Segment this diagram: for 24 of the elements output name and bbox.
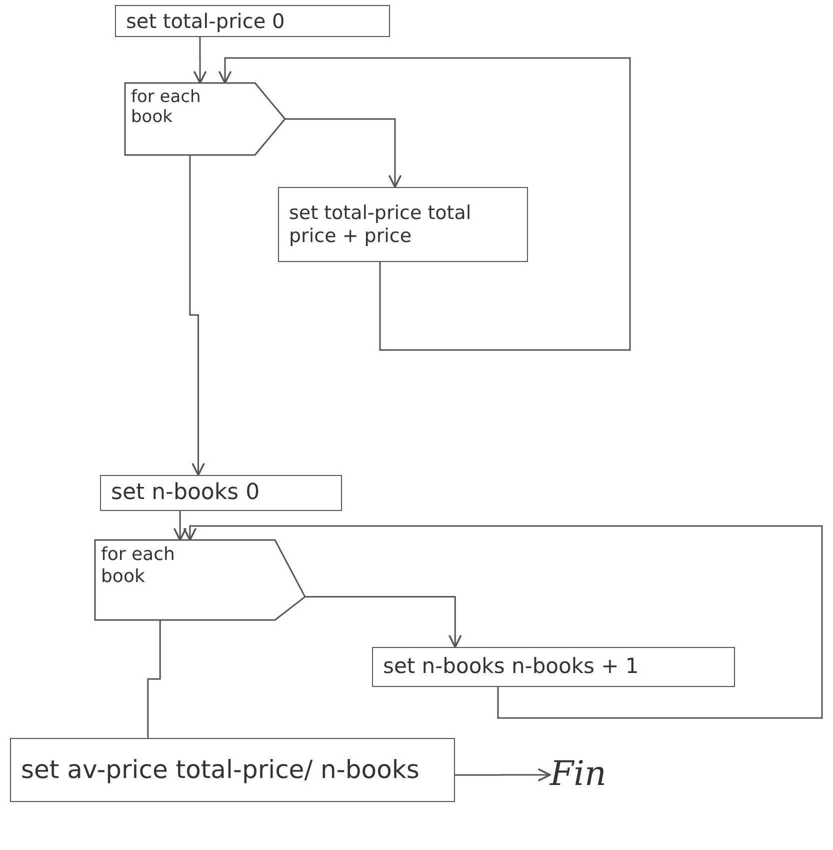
arrow	[189, 155, 205, 476]
loop-box	[95, 540, 305, 620]
connector-line	[147, 620, 161, 738]
arrow	[305, 596, 462, 648]
node-text: set total-price total price + price	[289, 202, 472, 248]
arrow	[193, 37, 207, 84]
arrow	[285, 118, 402, 188]
process-box	[278, 187, 528, 262]
arrow	[218, 57, 631, 351]
node-text: set total-price 0	[126, 9, 285, 33]
arrow	[455, 768, 551, 782]
process-box	[372, 647, 735, 687]
node-text: for each book	[131, 87, 202, 128]
arrow	[183, 525, 823, 719]
node-text: set n-books 0	[111, 480, 260, 506]
node-text: for each book	[101, 544, 176, 588]
node-text: set n-books n-books + 1	[383, 654, 639, 680]
loop-box	[125, 83, 285, 155]
process-box	[115, 5, 390, 37]
process-box	[10, 738, 455, 802]
process-box	[100, 475, 342, 511]
arrow	[173, 511, 187, 541]
node-text: set av-price total-price/ n-books	[21, 755, 420, 785]
node-text: Fin	[550, 754, 606, 794]
